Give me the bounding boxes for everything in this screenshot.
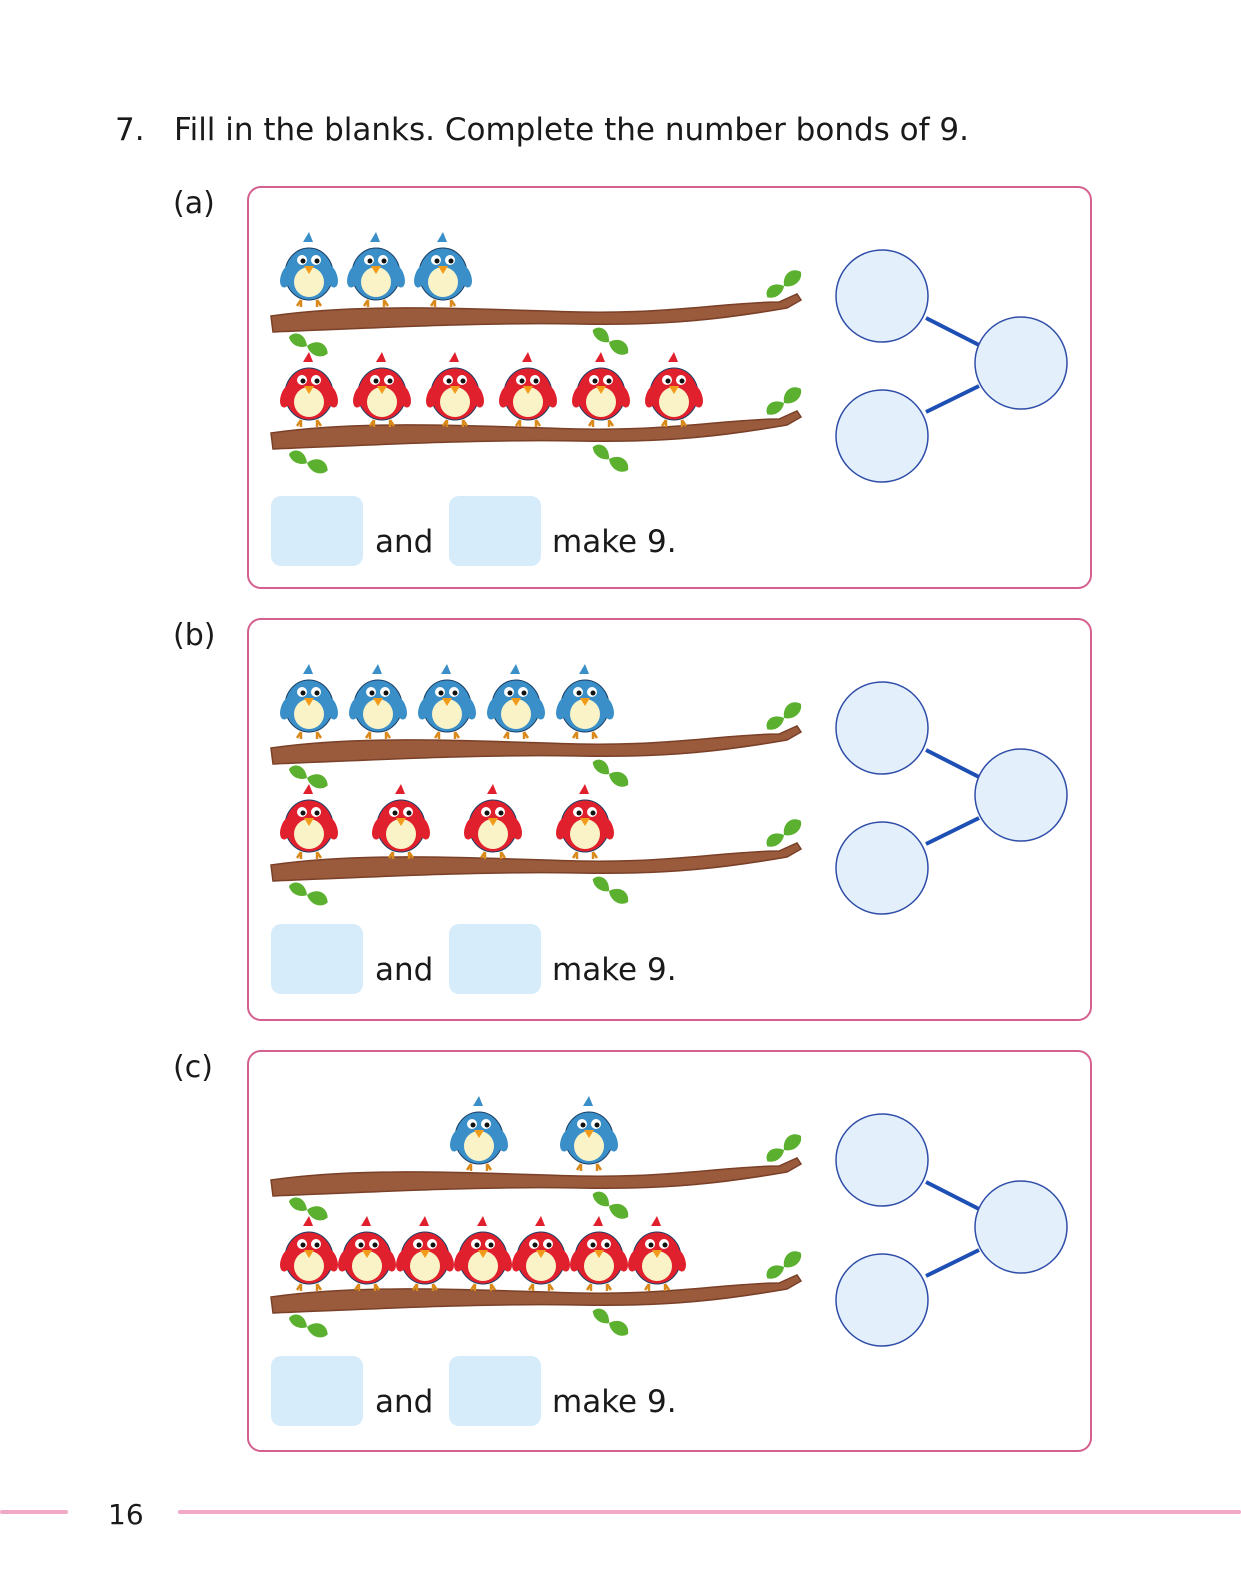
blue-bird-icon <box>487 664 545 739</box>
leaf-icon <box>592 1191 629 1219</box>
branch-icon <box>270 387 803 474</box>
leaf-icon <box>288 1314 328 1338</box>
red-bird-icon <box>280 1216 338 1291</box>
page-number: 16 <box>108 1498 144 1531</box>
bond-part-circle-bottom[interactable] <box>835 821 929 915</box>
question-text: Fill in the blanks. Complete the number … <box>174 112 969 148</box>
red-bird-icon <box>628 1216 686 1291</box>
blue-bird-icon <box>414 232 472 307</box>
leaf-icon <box>288 765 328 789</box>
leaf-icon <box>766 1251 802 1279</box>
bird-scene <box>270 232 803 474</box>
blue-bird-icon <box>418 664 476 739</box>
branch-icon <box>270 1134 803 1221</box>
part-c-panel: and make 9. <box>247 1050 1092 1452</box>
leaf-icon <box>592 1308 629 1336</box>
leaf-icon <box>288 333 328 357</box>
leaf-icon <box>592 876 629 904</box>
bond-whole-circle[interactable] <box>974 1180 1068 1274</box>
red-bird-icon <box>645 352 703 427</box>
bird-scene <box>270 664 803 906</box>
red-bird-icon <box>556 784 614 859</box>
leaf-icon <box>592 759 629 787</box>
red-bird-icon <box>454 1216 512 1291</box>
bond-part-circle-bottom[interactable] <box>835 389 929 483</box>
leaf-icon <box>288 450 328 474</box>
bond-part-circle-top[interactable] <box>835 681 929 775</box>
answer-box-part1[interactable] <box>271 924 363 994</box>
make-nine-text: make 9. <box>552 524 677 560</box>
leaf-icon <box>766 1134 802 1162</box>
branch-icon <box>270 1251 803 1338</box>
answer-box-part2[interactable] <box>449 496 541 566</box>
number-bond-diagram <box>835 681 1068 915</box>
red-bird-icon <box>280 784 338 859</box>
part-label-c: (c) <box>173 1050 213 1085</box>
and-word: and <box>375 952 434 988</box>
leaf-icon <box>766 270 802 298</box>
answer-box-part2[interactable] <box>449 1356 541 1426</box>
footer-line-right <box>178 1510 1241 1514</box>
bond-part-circle-bottom[interactable] <box>835 1253 929 1347</box>
part-label-a: (a) <box>173 186 215 221</box>
leaf-icon <box>288 1197 328 1221</box>
bond-whole-circle[interactable] <box>974 316 1068 410</box>
and-word: and <box>375 1384 434 1420</box>
red-bird-icon <box>570 1216 628 1291</box>
red-bird-icon <box>280 352 338 427</box>
leaf-icon <box>592 444 629 472</box>
red-bird-icon <box>396 1216 454 1291</box>
question-number: 7. <box>115 112 145 148</box>
blue-bird-icon <box>347 232 405 307</box>
part-b-panel: and make 9. <box>247 618 1092 1021</box>
answer-box-part1[interactable] <box>271 1356 363 1426</box>
leaf-icon <box>766 387 802 415</box>
red-bird-icon <box>512 1216 570 1291</box>
number-bond-diagram <box>835 249 1068 483</box>
blue-bird-icon <box>556 664 614 739</box>
bond-part-circle-top[interactable] <box>835 1113 929 1207</box>
leaf-icon <box>766 819 802 847</box>
make-nine-text: make 9. <box>552 1384 677 1420</box>
make-nine-text: make 9. <box>552 952 677 988</box>
part-label-b: (b) <box>173 618 216 653</box>
number-bond-diagram <box>835 1113 1068 1347</box>
bond-whole-circle[interactable] <box>974 748 1068 842</box>
leaf-icon <box>592 327 629 355</box>
red-bird-icon <box>426 352 484 427</box>
bird-scene <box>270 1096 803 1338</box>
red-bird-icon <box>353 352 411 427</box>
branch-icon <box>270 270 803 357</box>
answer-box-part2[interactable] <box>449 924 541 994</box>
branch-icon <box>270 819 803 906</box>
blue-bird-icon <box>349 664 407 739</box>
blue-bird-icon <box>280 664 338 739</box>
and-word: and <box>375 524 434 560</box>
leaf-icon <box>766 702 802 730</box>
blue-bird-icon <box>560 1096 618 1171</box>
red-bird-icon <box>464 784 522 859</box>
footer-line-left <box>0 1510 68 1514</box>
part-a-panel: and make 9. <box>247 186 1092 589</box>
answer-box-part1[interactable] <box>271 496 363 566</box>
blue-bird-icon <box>450 1096 508 1171</box>
red-bird-icon <box>338 1216 396 1291</box>
leaf-icon <box>288 882 328 906</box>
blue-bird-icon <box>280 232 338 307</box>
red-bird-icon <box>572 352 630 427</box>
bond-part-circle-top[interactable] <box>835 249 929 343</box>
red-bird-icon <box>499 352 557 427</box>
red-bird-icon <box>372 784 430 859</box>
branch-icon <box>270 702 803 789</box>
